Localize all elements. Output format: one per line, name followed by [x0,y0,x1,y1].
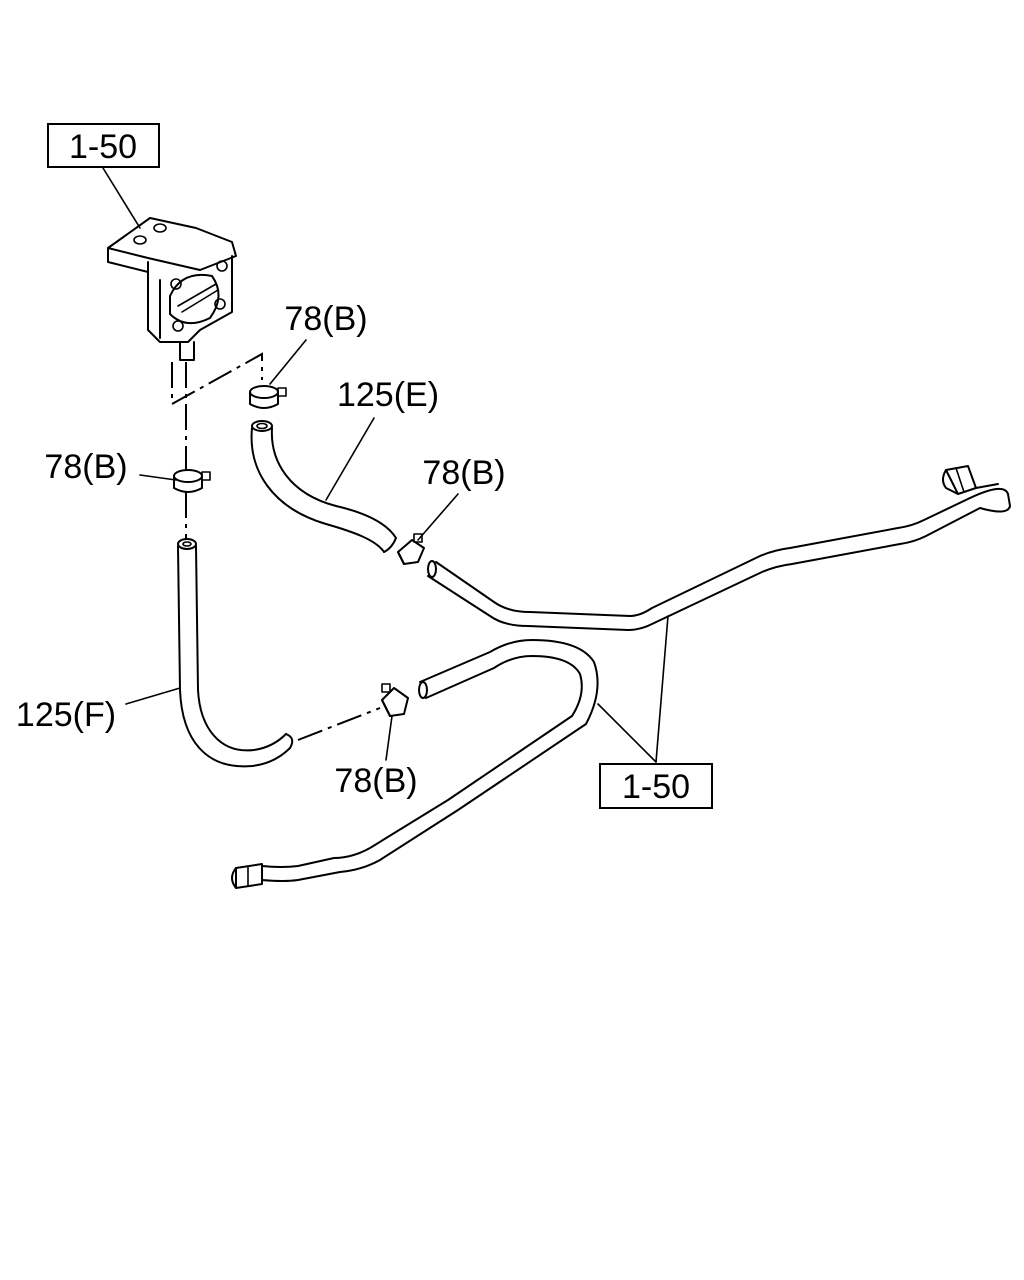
hose-clamp-top[interactable] [249,385,287,409]
callout-clamp-lower: 78(B) [334,762,417,800]
leader-ref-bottom-a [597,703,657,763]
callout-clamp-mid: 78(B) [422,454,505,492]
leader-ref-bottom-b [655,615,669,763]
leader-clamp-mid [417,493,459,541]
callout-hose-125f: 125(F) [16,696,116,734]
hose-clamp-mid[interactable] [397,533,425,565]
leader-ref-top [102,167,141,229]
callout-hose-125e: 125(E) [337,376,439,414]
leader-clamp-left [139,474,177,481]
reference-label-top: 1-50 [69,128,137,166]
connection-line-valve [171,352,263,406]
valve-bracket-assembly [107,217,237,361]
hose-clamp-left[interactable] [173,469,211,493]
reference-box-top[interactable]: 1-50 [47,123,160,168]
hose-125f[interactable] [177,538,294,768]
leader-clamp-top [269,339,307,385]
callout-clamp-left: 78(B) [44,448,127,486]
callout-clamp-top: 78(B) [284,300,367,338]
pipe-lower-loop[interactable] [231,639,599,889]
hose-clamp-lower[interactable] [381,683,409,717]
leader-hose-125f [125,687,181,705]
hose-125e[interactable] [250,420,397,553]
reference-box-bottom[interactable]: 1-50 [599,763,713,809]
leader-clamp-lower [385,715,393,761]
leader-hose-125e [325,417,375,501]
pipe-main-right[interactable] [427,465,1011,631]
reference-label-bottom: 1-50 [622,768,690,806]
connection-line-lower [297,707,381,741]
